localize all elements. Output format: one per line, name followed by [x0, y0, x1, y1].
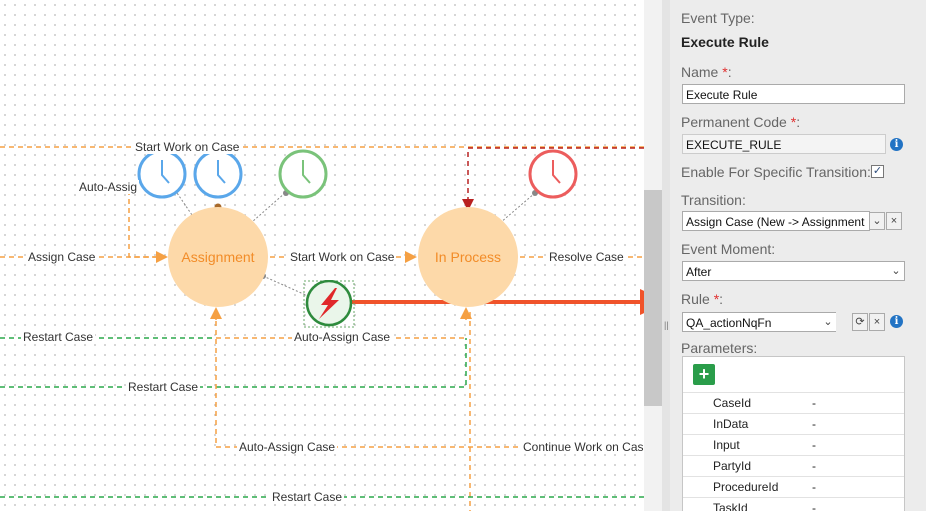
clock-icon[interactable] — [277, 148, 329, 200]
canvas-scrollbar-thumb[interactable] — [644, 190, 662, 406]
lightning-rule-icon[interactable] — [303, 280, 355, 328]
edge-label-auto-assign-case[interactable]: Auto-Assign Case — [292, 330, 393, 344]
edge-label-resolve-case[interactable]: Resolve Case — [547, 250, 626, 264]
transition-label: Transition: — [681, 192, 746, 208]
event-moment-select[interactable]: After — [682, 261, 905, 281]
clock-icon[interactable] — [527, 148, 579, 200]
table-row[interactable]: ProcedureId - — [683, 476, 904, 498]
edge-label-restart-case[interactable]: Restart Case — [21, 330, 96, 344]
refresh-icon[interactable]: ⟳ — [852, 313, 868, 331]
chevron-down-icon[interactable]: ⌄ — [869, 212, 885, 230]
parameter-name: CaseId — [713, 396, 752, 410]
parameter-name: ProcedureId — [713, 480, 779, 494]
parameters-label: Parameters: — [681, 340, 758, 356]
edge-label-continue-work[interactable]: Continue Work on Cas — [521, 440, 644, 454]
info-icon[interactable]: i — [890, 315, 903, 328]
splitter-grip-icon[interactable]: || — [664, 320, 669, 330]
add-parameter-button[interactable]: + — [693, 364, 715, 385]
event-moment-label: Event Moment: — [681, 241, 776, 257]
enable-specific-transition-checkbox[interactable]: ✓ — [871, 165, 884, 178]
edge-label-restart-case[interactable]: Restart Case — [270, 490, 345, 504]
state-in-process[interactable]: In Process — [418, 207, 518, 307]
clear-icon[interactable]: × — [869, 313, 885, 331]
table-row[interactable]: Input - — [683, 434, 904, 456]
event-properties-panel: Event Type: Execute Rule Name *: Execute… — [670, 0, 926, 511]
chevron-down-icon[interactable]: ⌄ — [820, 313, 836, 331]
parameter-name: PartyId — [713, 459, 752, 473]
permanent-code-input[interactable]: EXECUTE_RULE — [682, 134, 886, 154]
permanent-code-label: Permanent Code *: — [681, 114, 801, 130]
state-label: In Process — [434, 249, 502, 265]
rule-label: Rule *: — [681, 291, 724, 307]
panel-splitter[interactable] — [662, 0, 670, 511]
edge-label-auto-assign-case[interactable]: Auto-Assign Case — [237, 440, 338, 454]
table-row[interactable]: TaskId - — [683, 497, 904, 511]
parameter-value: - — [812, 396, 816, 410]
clock-icon[interactable] — [136, 148, 188, 200]
workflow-canvas[interactable]: Assignment In Process Start Work on Case… — [0, 0, 644, 511]
table-row[interactable]: CaseId - — [683, 392, 904, 414]
event-type-label: Event Type: — [681, 10, 755, 26]
edge-label-assign-case[interactable]: Assign Case — [26, 250, 98, 264]
parameter-value: - — [812, 501, 816, 511]
table-row[interactable]: InData - — [683, 413, 904, 435]
chevron-down-icon[interactable]: ⌄ — [888, 262, 904, 280]
edge-label-start-work[interactable]: Start Work on Case — [288, 250, 397, 264]
parameter-name: TaskId — [713, 501, 748, 511]
event-type-value: Execute Rule — [681, 34, 769, 50]
edge-label-start-work-top[interactable]: Start Work on Case — [133, 140, 242, 154]
parameter-value: - — [812, 459, 816, 473]
name-input[interactable]: Execute Rule — [682, 84, 905, 104]
clock-icon[interactable] — [192, 148, 244, 200]
state-label: Assignment — [181, 249, 255, 265]
parameter-value: - — [812, 417, 816, 431]
parameter-name: InData — [713, 417, 749, 431]
parameter-value: - — [812, 438, 816, 452]
transition-select[interactable]: Assign Case (New -> Assignment — [682, 211, 870, 231]
info-icon[interactable]: i — [890, 138, 903, 151]
enable-specific-transition-label: Enable For Specific Transition: — [681, 164, 871, 180]
table-row[interactable]: PartyId - — [683, 455, 904, 477]
rule-select[interactable]: QA_actionNqFn — [682, 312, 836, 332]
name-label: Name *: — [681, 64, 732, 80]
parameter-name: Input — [713, 438, 740, 452]
edge-label-auto-assign[interactable]: Auto-Assig — [77, 180, 140, 194]
edge-label-restart-case[interactable]: Restart Case — [126, 380, 201, 394]
clear-icon[interactable]: × — [886, 212, 902, 230]
state-assignment[interactable]: Assignment — [168, 207, 268, 307]
parameters-table: + CaseId - InData - Input - PartyId - Pr… — [682, 356, 905, 511]
parameter-value: - — [812, 480, 816, 494]
